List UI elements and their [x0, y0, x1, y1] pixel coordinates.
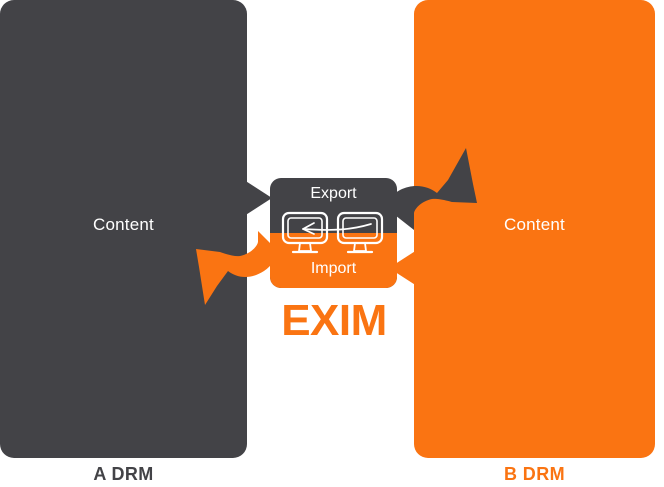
exim-card[interactable]: Export Import	[270, 178, 397, 288]
caption-a-drm: A DRM	[93, 464, 154, 484]
content-label-a: Content	[93, 215, 154, 234]
two-monitors-transfer-icon	[281, 211, 384, 254]
import-label: Import	[310, 260, 357, 277]
drm-panel-a: Content	[0, 0, 247, 458]
content-label-b: Content	[504, 215, 565, 234]
drm-panel-b: Content	[414, 0, 655, 458]
caption-b-drm: B DRM	[504, 464, 565, 484]
export-label: Export	[310, 185, 357, 202]
exim-wordmark: EXIM	[281, 296, 387, 345]
